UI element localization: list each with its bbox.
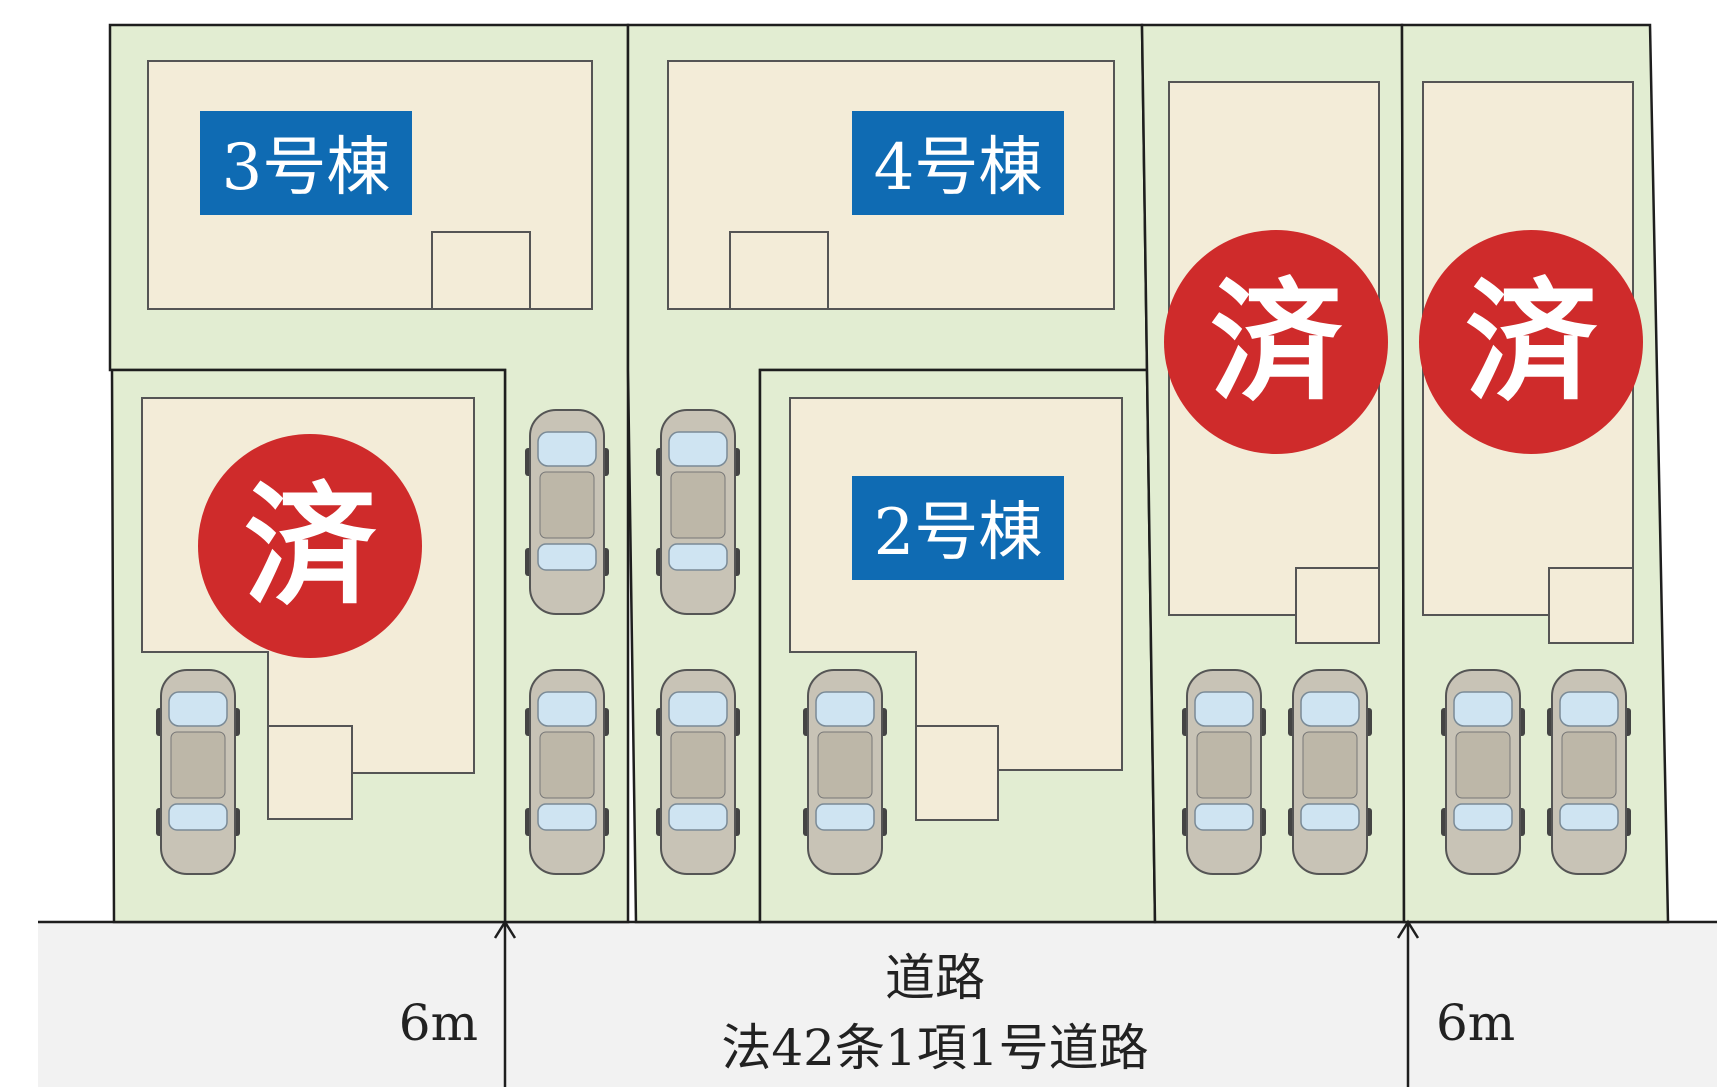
car-5 [656,669,740,875]
lot-2-label-badge [852,476,1064,580]
lot-4-label-badge [852,111,1064,215]
lot-sold-mid[interactable]: 済 [1140,23,1406,924]
sold-mark-right: 済 [1465,265,1598,420]
lot-3-label: 3号棟 [222,131,391,205]
lot-4-label: 4号棟 [874,131,1043,205]
sold-mark-left: 済 [244,469,377,624]
lot-sold-right[interactable]: 済 [1400,23,1670,924]
road-width-marker-left [493,919,517,1087]
road-area [38,922,1717,1087]
car-2 [525,409,609,615]
car-8 [1288,669,1372,875]
sold-badge-mid [1164,230,1388,454]
lot-3-label-badge [200,111,412,215]
road-width-left: 6m [399,994,478,1052]
sold-mark-mid: 済 [1210,265,1343,420]
car-4 [656,409,740,615]
road-width-marker-right [1396,919,1420,1087]
car-7 [1182,669,1266,875]
road-width-right: 6m [1436,994,1515,1052]
car-3 [525,669,609,875]
road-subtitle: 法42条1項1号道路 [721,1019,1148,1077]
car-1 [156,669,240,875]
lot-4[interactable]: 4号棟 [626,23,1149,924]
car-9 [1441,669,1525,875]
lot-2-label: 2号棟 [874,496,1043,570]
road-title: 道路 [885,949,985,1007]
parking-cars [156,409,1631,875]
sold-badge-left [198,434,422,658]
sold-badge-right [1419,230,1643,454]
car-10 [1547,669,1631,875]
car-6 [803,669,887,875]
